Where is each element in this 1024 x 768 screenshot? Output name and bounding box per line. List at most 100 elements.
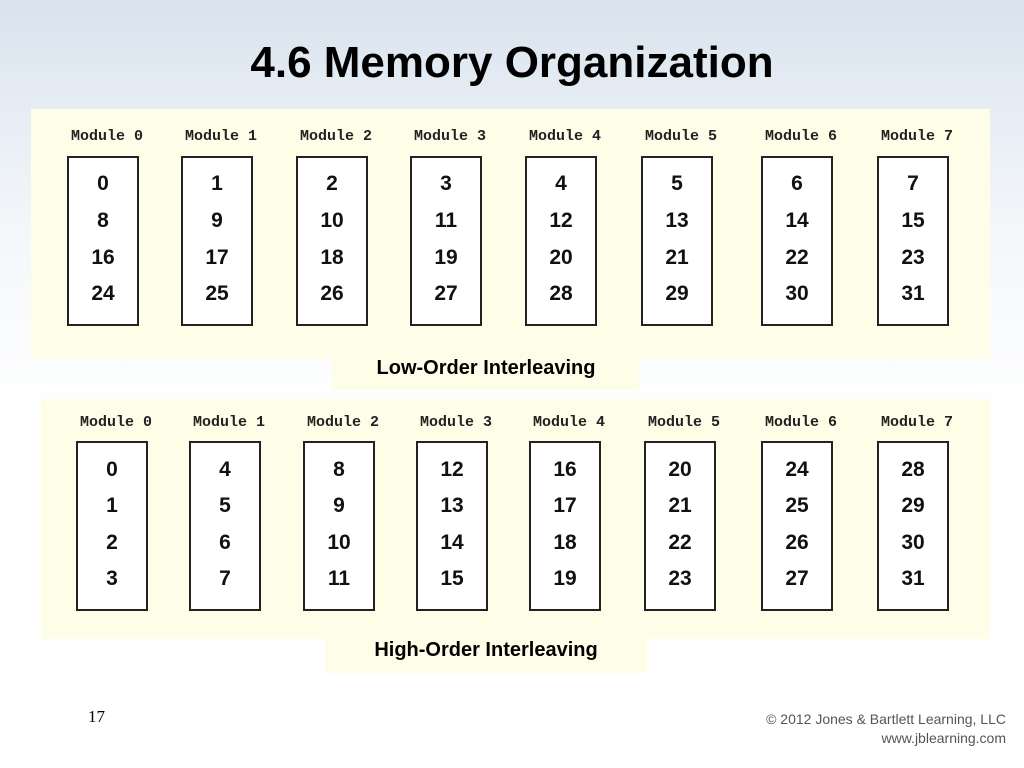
address-cell: 19 [434,246,458,269]
address-cell: 14 [440,531,464,554]
module-label: Module 7 [880,128,953,145]
module-label: Module 7 [880,414,953,431]
address-cell: 12 [440,458,464,481]
module-label: Module 5 [647,414,720,431]
address-cell: 17 [553,494,577,517]
address-cell: 2 [106,531,118,554]
address-cell: 31 [901,282,925,305]
address-cell: 22 [785,246,809,269]
module-label: Module 1 [184,128,257,145]
address-cell: 16 [91,246,115,269]
address-cell: 22 [668,531,692,554]
address-cell: 1 [106,494,118,517]
address-cell: 30 [785,282,809,305]
address-cell: 8 [97,209,109,232]
website-line: www.jblearning.com [881,730,1007,746]
address-cell: 2 [326,172,338,195]
address-cell: 8 [333,458,345,481]
module-label: Module 4 [532,414,605,431]
module-label: Module 5 [644,128,717,145]
address-cell: 26 [320,282,344,305]
address-cell: 20 [549,246,573,269]
address-cell: 18 [553,531,577,554]
module-box: 2 10 18 26 [296,156,368,326]
module-label: Module 2 [306,414,379,431]
address-cell: 0 [106,458,118,481]
address-cell: 17 [205,246,229,269]
module-box: 28 29 30 31 [877,441,949,611]
module-label: Module 6 [764,414,837,431]
address-cell: 29 [665,282,689,305]
address-cell: 21 [668,494,692,517]
address-cell: 11 [327,567,351,590]
address-cell: 3 [440,172,452,195]
address-cell: 29 [901,494,925,517]
address-cell: 16 [553,458,577,481]
address-cell: 20 [668,458,692,481]
address-cell: 6 [791,172,803,195]
address-cell: 14 [785,209,809,232]
address-cell: 31 [901,567,925,590]
module-label: Module 2 [299,128,372,145]
address-cell: 27 [785,567,809,590]
address-cell: 6 [219,531,231,554]
address-cell: 0 [97,172,109,195]
module-box: 6 14 22 30 [761,156,833,326]
address-cell: 10 [327,531,351,554]
address-cell: 19 [553,567,577,590]
address-cell: 25 [785,494,809,517]
address-cell: 10 [320,209,344,232]
module-label: Module 6 [764,128,837,145]
module-label: Module 3 [419,414,492,431]
address-cell: 13 [440,494,464,517]
module-label: Module 3 [413,128,486,145]
address-cell: 24 [785,458,809,481]
address-cell: 26 [785,531,809,554]
address-cell: 7 [219,567,231,590]
address-cell: 9 [333,494,345,517]
address-cell: 23 [668,567,692,590]
module-box: 16 17 18 19 [529,441,601,611]
address-cell: 28 [901,458,925,481]
address-cell: 11 [434,209,458,232]
module-label: Module 0 [70,128,143,145]
address-cell: 23 [901,246,925,269]
address-cell: 24 [91,282,115,305]
address-cell: 15 [901,209,925,232]
module-box: 4 12 20 28 [525,156,597,326]
address-cell: 12 [549,209,573,232]
address-cell: 5 [671,172,683,195]
module-box: 5 13 21 29 [641,156,713,326]
address-cell: 4 [555,172,567,195]
module-box: 1 9 17 25 [181,156,253,326]
address-cell: 18 [320,246,344,269]
module-box: 4 5 6 7 [189,441,261,611]
copyright-notice: © 2012 Jones & Bartlett Learning, LLC ww… [766,710,1006,748]
address-cell: 5 [219,494,231,517]
address-cell: 28 [549,282,573,305]
module-label: Module 4 [528,128,601,145]
address-cell: 30 [901,531,925,554]
module-box: 3 11 19 27 [410,156,482,326]
module-box: 24 25 26 27 [761,441,833,611]
address-cell: 25 [205,282,229,305]
address-cell: 9 [211,209,223,232]
page-number: 17 [88,707,105,726]
module-label: Module 0 [79,414,152,431]
address-cell: 15 [440,567,464,590]
address-cell: 13 [665,209,689,232]
copyright-line: © 2012 Jones & Bartlett Learning, LLC [766,711,1006,727]
address-cell: 27 [434,282,458,305]
module-label: Module 1 [192,414,265,431]
address-cell: 21 [665,246,689,269]
module-box: 0 8 16 24 [67,156,139,326]
address-cell: 4 [219,458,231,481]
address-cell: 1 [211,172,223,195]
module-box: 8 9 10 11 [303,441,375,611]
